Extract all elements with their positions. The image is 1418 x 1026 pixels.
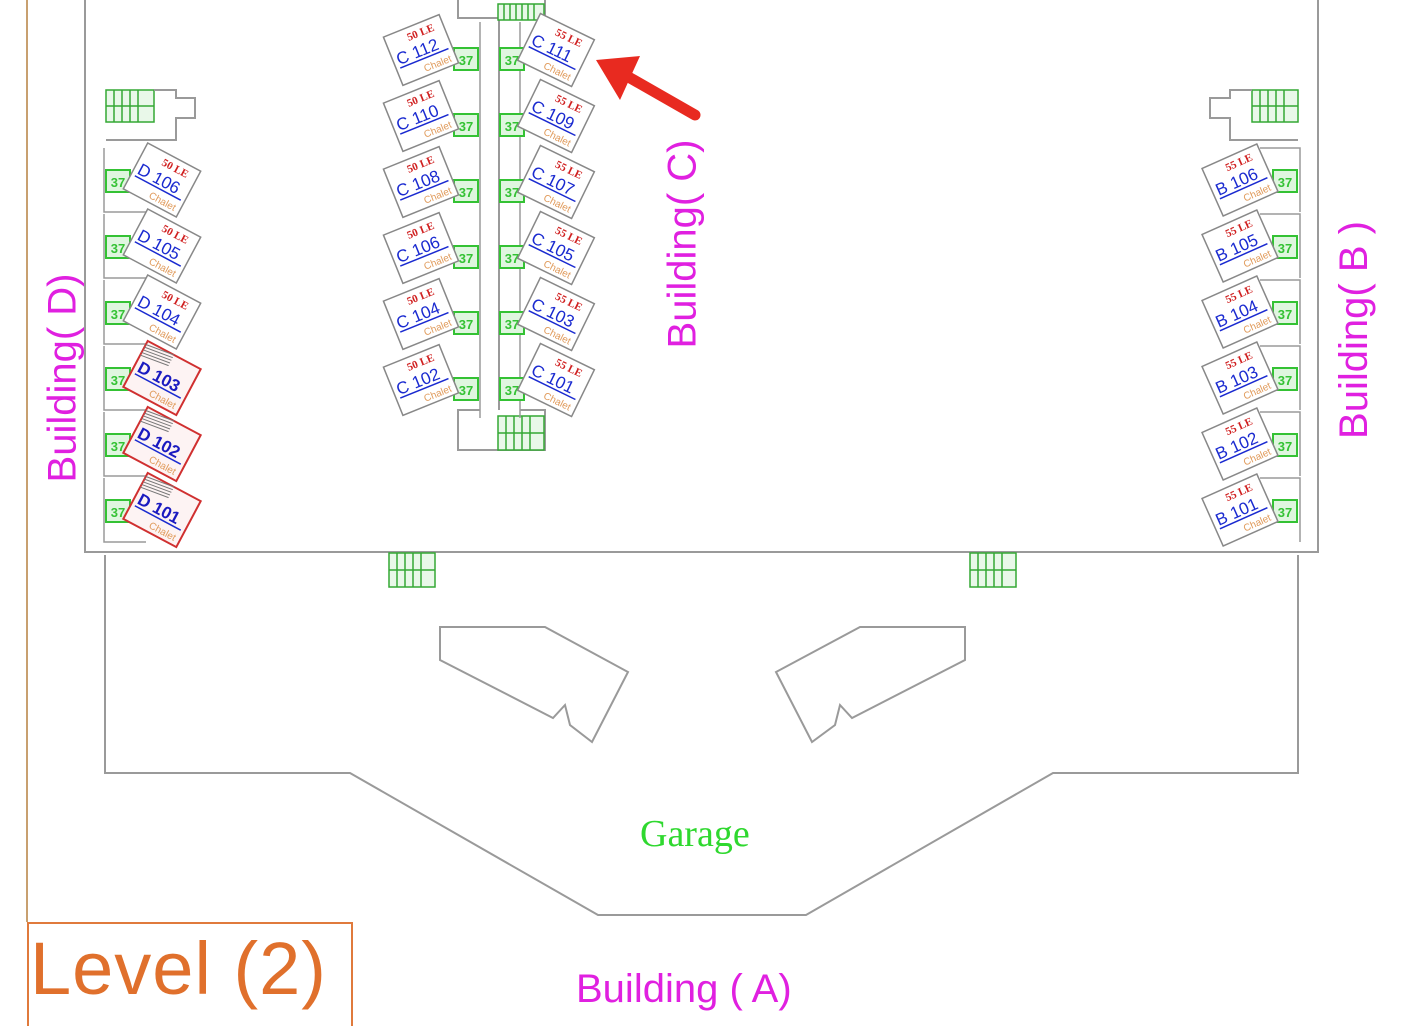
garage-label: Garage: [640, 813, 750, 855]
svg-text:37: 37: [505, 185, 519, 200]
svg-text:37: 37: [505, 383, 519, 398]
stair-badge: 37: [499, 179, 525, 203]
garage-ramp-left: [439, 626, 630, 744]
svg-text:37: 37: [111, 175, 125, 190]
stair-badge: 37: [499, 311, 525, 335]
stair-c-top: [497, 3, 545, 21]
building-d-label: Building( D): [40, 273, 85, 483]
stair-badge: 37: [499, 47, 525, 71]
svg-text:37: 37: [505, 317, 519, 332]
svg-text:37: 37: [459, 383, 473, 398]
stair-d-landing: [106, 89, 196, 141]
level-label: Level (2): [30, 927, 327, 1010]
garage-outline: [104, 555, 1299, 916]
stair-badge: 37: [1272, 499, 1298, 523]
stair-c-bottom: [497, 415, 545, 451]
svg-text:37: 37: [1278, 307, 1292, 322]
svg-text:37: 37: [505, 119, 519, 134]
svg-text:37: 37: [1278, 505, 1292, 520]
stair-badge: 37: [453, 377, 479, 401]
level-frame: [27, 922, 353, 1026]
building-b-label: Building( B ): [1331, 221, 1376, 439]
svg-text:37: 37: [505, 53, 519, 68]
svg-text:37: 37: [111, 439, 125, 454]
svg-text:37: 37: [459, 185, 473, 200]
stair-badge: 37: [499, 377, 525, 401]
stair-b-landing: [1209, 89, 1298, 141]
stair-b: [1251, 89, 1299, 123]
stair-badge: 37: [453, 245, 479, 269]
stair-garage-right: [969, 552, 1017, 588]
building-c-label: Building( C): [660, 139, 705, 349]
courtyard-outline: [84, 0, 1319, 553]
svg-text:37: 37: [505, 251, 519, 266]
svg-text:37: 37: [1278, 439, 1292, 454]
stair-d: [105, 89, 155, 123]
svg-text:37: 37: [1278, 373, 1292, 388]
svg-text:37: 37: [111, 307, 125, 322]
svg-text:37: 37: [459, 119, 473, 134]
stair-badge: 37: [1272, 235, 1298, 259]
svg-text:37: 37: [1278, 175, 1292, 190]
svg-text:37: 37: [459, 53, 473, 68]
building-a-label: Building ( A): [576, 967, 792, 1011]
stair-badge: 37: [499, 113, 525, 137]
svg-text:37: 37: [1278, 241, 1292, 256]
highlight-arrow: [596, 56, 701, 121]
stair-garage-left: [388, 552, 436, 588]
svg-text:37: 37: [459, 251, 473, 266]
svg-text:37: 37: [459, 317, 473, 332]
svg-text:37: 37: [111, 241, 125, 256]
svg-text:37: 37: [111, 373, 125, 388]
stair-badge: 37: [1272, 301, 1298, 325]
stair-badge: 37: [1272, 169, 1298, 193]
garage-ramp-right: [774, 626, 966, 744]
stair-badge: 37: [1272, 367, 1298, 391]
svg-text:37: 37: [111, 505, 125, 520]
